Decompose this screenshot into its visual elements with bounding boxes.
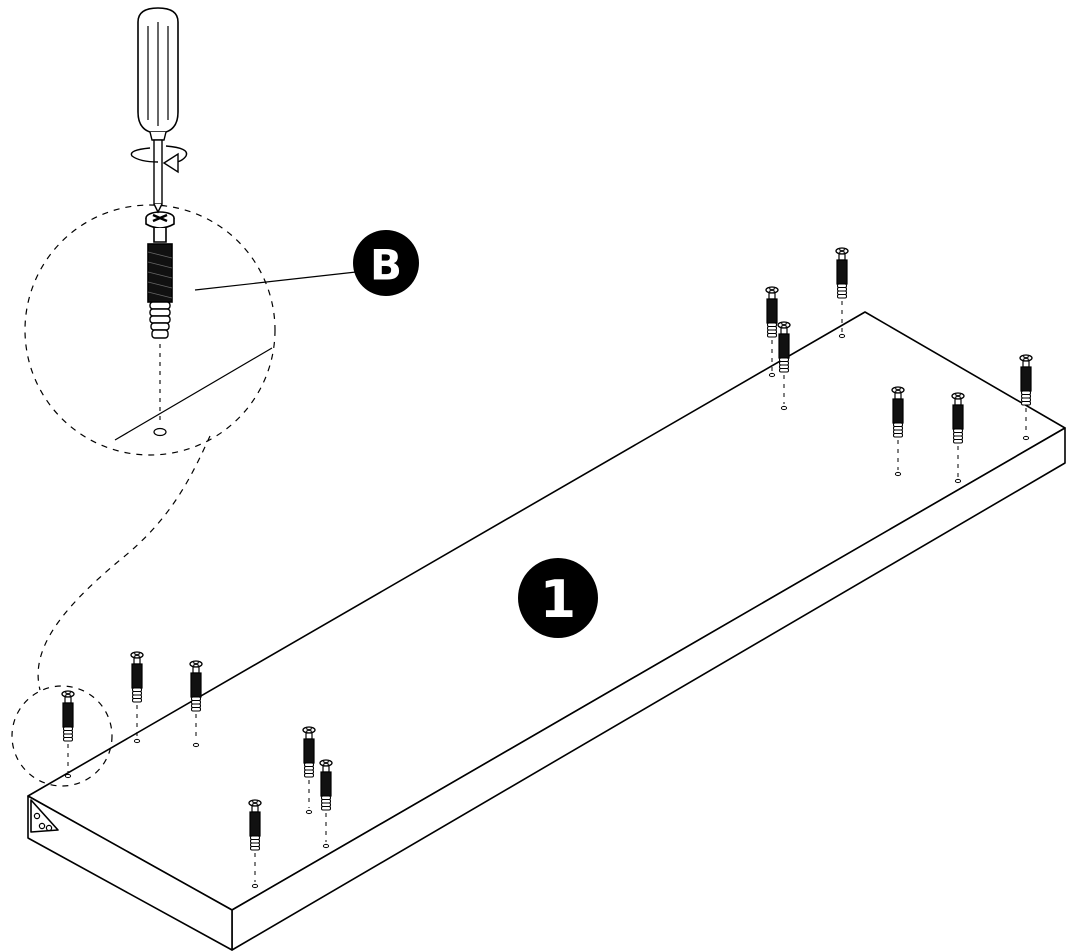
cam-bolt-icon [891,386,905,477]
leader-line [194,271,357,291]
cam-bolt-icon [248,799,262,889]
panel-end-face [27,795,233,951]
cam-bolt-icon [130,651,144,744]
part-label: 1 [540,570,576,630]
cam-bolt-icon [61,690,75,779]
hardware-badge: B [353,230,419,296]
cam-bolt-icon [835,247,849,339]
part-badge: 1 [518,558,598,638]
detail-connector [37,435,211,691]
cam-bolts [61,247,1033,889]
corner-bracket-icon [30,799,59,833]
detail-panel-edge [114,347,273,441]
detail-hole [153,427,167,437]
screwdriver-icon [137,7,179,214]
cam-bolt-icon [951,392,965,484]
rotation-arrow-icon [130,145,188,174]
cam-bolt-icon [319,759,333,849]
cam-bolt-icon [189,660,203,748]
detail-callout [11,7,357,787]
cam-bolt-icon [302,726,316,815]
hardware-label: B [370,241,402,290]
cam-bolt-icon [1019,354,1033,441]
detail-source-circle [11,685,113,787]
cam-bolt-icon [145,211,175,339]
cam-bolt-icon [777,321,791,411]
cam-bolt-icon [765,286,779,378]
detail-circle [24,204,276,456]
